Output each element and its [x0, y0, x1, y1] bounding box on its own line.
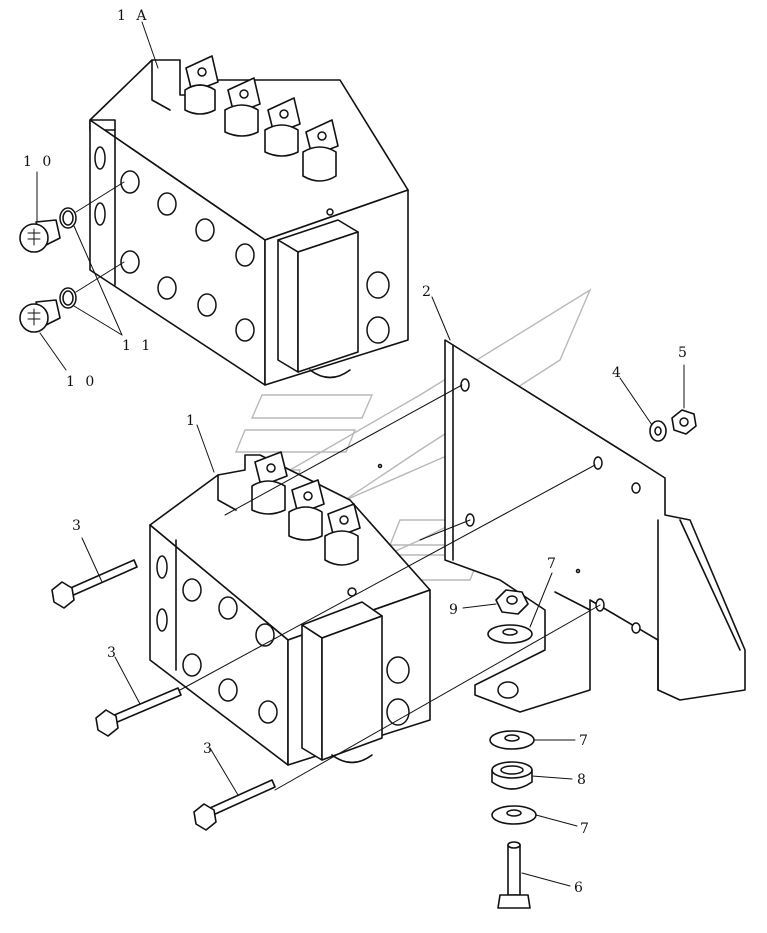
isolator-8 — [491, 761, 533, 790]
callout-11: 1 1 — [122, 338, 153, 354]
callout-3-lower: 3 — [203, 741, 215, 757]
bolt-upper — [51, 559, 138, 609]
nut-9 — [495, 589, 529, 615]
callout-7-top: 7 — [547, 556, 559, 572]
callout-5: 5 — [678, 345, 690, 361]
callout-6: 6 — [574, 880, 586, 896]
callout-1: 1 — [186, 413, 198, 429]
callout-3-upper: 3 — [72, 518, 84, 534]
callout-7-middle: 7 — [579, 733, 591, 749]
callout-8: 8 — [577, 772, 589, 788]
callout-9: 9 — [449, 602, 461, 618]
callout-10-upper: 1 0 — [23, 154, 54, 170]
bolt-lower — [193, 779, 276, 831]
nut-5 — [671, 409, 697, 435]
bolt-middle — [95, 687, 182, 737]
washer-7-middle — [489, 730, 535, 750]
washer-7-top — [487, 624, 533, 644]
spool-caps-upper — [184, 55, 339, 182]
callout-1a: 1 A — [117, 8, 149, 24]
callout-10-lower: 1 0 — [66, 374, 97, 390]
callout-7-bottom: 7 — [580, 821, 592, 837]
lower-valve-assembly — [149, 451, 431, 766]
upper-valve-assembly — [89, 55, 409, 386]
callout-4: 4 — [612, 365, 624, 381]
plug-lower — [19, 287, 77, 333]
washer-7-bottom — [491, 805, 537, 825]
plug-upper — [19, 207, 77, 253]
washer-4 — [649, 420, 667, 442]
spool-caps-lower — [251, 451, 361, 566]
callout-3-middle: 3 — [107, 645, 119, 661]
callout-2: 2 — [422, 284, 434, 300]
leader-lines — [36, 21, 685, 887]
callout-labels: 1 A 1 0 1 1 1 0 1 2 3 3 3 4 5 7 9 7 8 7 … — [23, 8, 690, 896]
bolt-6 — [497, 841, 531, 909]
mounting-bracket — [377, 339, 746, 713]
